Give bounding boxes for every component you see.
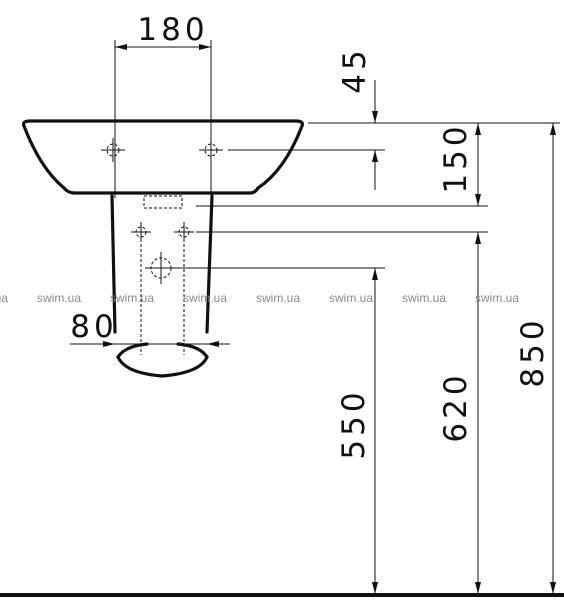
watermark-text: swim.ua — [256, 291, 300, 305]
arrowhead-right — [199, 44, 211, 50]
tap-hole-right — [199, 138, 223, 162]
supply-hole-right — [174, 222, 194, 242]
dim-label-550: 550 — [336, 388, 372, 459]
dim-waste-height: 550 — [336, 268, 378, 594]
watermark-text: swim.ua — [183, 291, 227, 305]
dim-label-620: 620 — [438, 371, 474, 442]
dim-tap-spacing: 180 — [114, 12, 212, 198]
pedestal — [110, 194, 214, 378]
waste-hole — [145, 252, 177, 284]
overflow-outline — [143, 195, 183, 209]
watermark-text: swim.ua — [0, 291, 8, 305]
watermark-text: swim.ua — [329, 291, 373, 305]
dim-label-180: 180 — [137, 12, 208, 48]
watermark-text: swim.ua — [475, 291, 519, 305]
supply-hole-left — [131, 222, 151, 242]
dim-pedestal-width: 80 — [70, 309, 230, 347]
dim-label-80: 80 — [70, 309, 117, 345]
dim-tap-to-rim: 150 — [438, 122, 481, 206]
watermark-text: swim.ua — [110, 291, 154, 305]
dim-top-offset: 45 — [337, 46, 378, 190]
dim-label-850: 850 — [515, 316, 551, 387]
basin — [22, 119, 304, 195]
arrowhead-left — [115, 44, 127, 50]
dim-label-45: 45 — [337, 46, 373, 93]
watermark-row: swim.ua swim.ua swim.ua swim.ua swim.ua swim.… — [0, 291, 519, 305]
dim-label-150: 150 — [438, 122, 474, 193]
watermark-text: swim.ua — [402, 291, 446, 305]
tap-hole-left — [101, 138, 125, 162]
dim-rim-height: 850 — [515, 123, 556, 594]
dim-supply-height: 620 — [438, 232, 481, 594]
watermark-text: swim.ua — [37, 291, 81, 305]
